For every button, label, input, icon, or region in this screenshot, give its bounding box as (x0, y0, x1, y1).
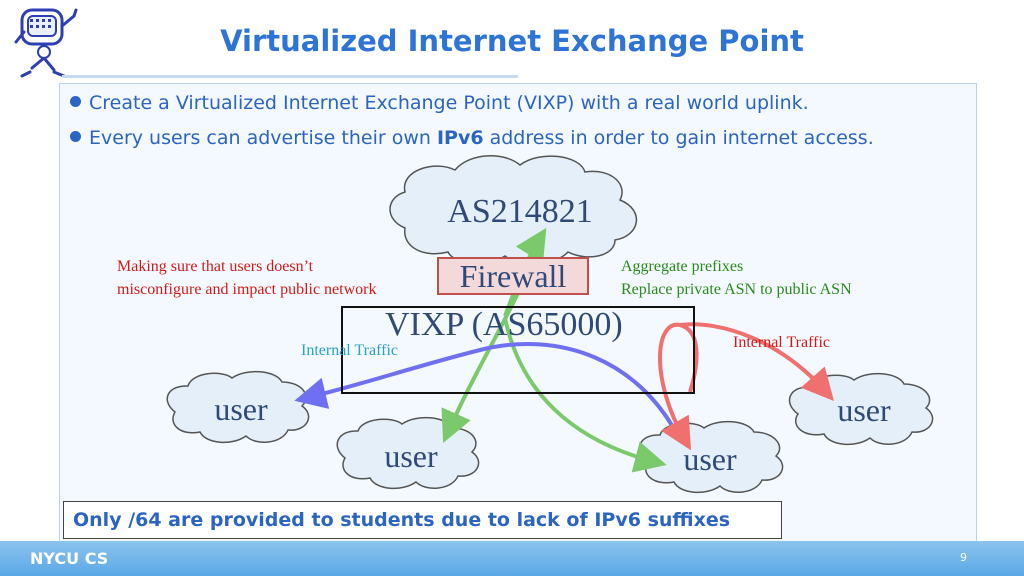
as-cloud-label: AS214821 (447, 193, 592, 230)
title-divider (62, 75, 518, 78)
user-label: user (683, 441, 737, 477)
firewall-note: Making sure that users doesn’t misconfig… (117, 255, 376, 301)
user-label: user (837, 392, 891, 428)
bullet-text-pre: Every users can advertise their own (89, 127, 437, 149)
footer-org: NYCU CS (30, 549, 109, 568)
bullet-text-bold: IPv6 (436, 127, 484, 149)
user-label: user (214, 391, 268, 427)
ipv6-note: Only /64 are provided to students due to… (63, 501, 782, 539)
aggregate-note-line: Aggregate prefixes (621, 258, 744, 275)
internal-traffic-label-right: Internal Traffic (733, 334, 831, 351)
slide-title: Virtualized Internet Exchange Point (220, 24, 804, 58)
bullet-item-ipv6: Every users can advertise their own IPv6… (70, 127, 874, 149)
red-internal-traffic-arrow-right (679, 322, 834, 401)
vixp-label: VIXP (AS65000) (385, 306, 623, 343)
vixp-box (341, 306, 695, 394)
footer-bar (0, 541, 1024, 576)
mascot-logo-icon (14, 8, 78, 78)
bullet-dot-icon (70, 96, 81, 107)
aggregate-note-line: Replace private ASN to public ASN (621, 281, 852, 298)
bullet-text-post: address in order to gain internet access… (483, 127, 874, 149)
blue-internal-traffic-arrow (294, 342, 682, 441)
bullet-item-vixp: Create a Virtualized Internet Exchange P… (70, 92, 809, 114)
firewall-note-line: misconfigure and impact public network (117, 281, 377, 298)
bullet-dot-icon (70, 131, 81, 142)
internal-traffic-label-left: Internal Traffic (301, 342, 399, 359)
aggregate-note: Aggregate prefixes Replace private ASN t… (621, 255, 852, 301)
firewall-box: Firewall (437, 257, 589, 295)
page-number: 9 (960, 551, 967, 564)
bullet-text: Create a Virtualized Internet Exchange P… (89, 92, 809, 114)
firewall-note-line: Making sure that users doesn’t (117, 258, 314, 275)
user-label: user (384, 438, 438, 474)
